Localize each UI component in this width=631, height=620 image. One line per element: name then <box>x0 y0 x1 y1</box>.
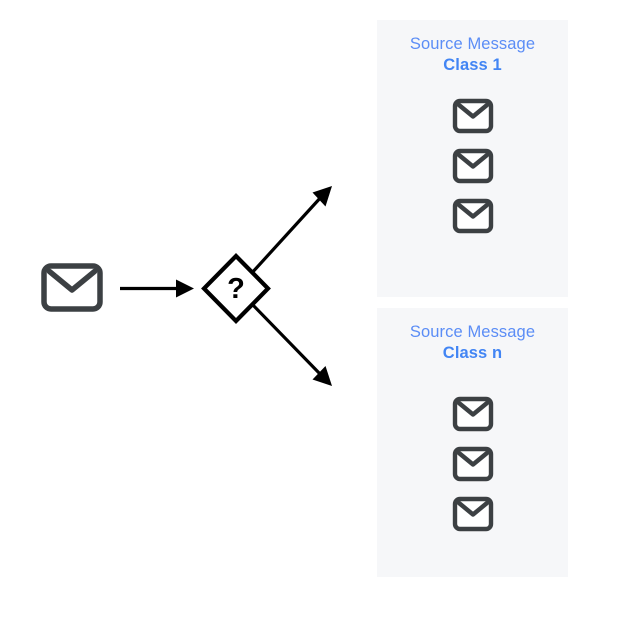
panel-class-1-message-list <box>377 98 568 234</box>
envelope-icon <box>452 447 493 482</box>
decision-label: ? <box>227 273 245 305</box>
envelope-icon <box>452 199 493 234</box>
envelope-icon <box>452 397 493 432</box>
decision-diamond: ? <box>201 253 271 324</box>
panel-class-n-header: Source Message Class n <box>377 308 568 364</box>
envelope-icon <box>452 149 493 184</box>
panel-class-n-subtitle: Class n <box>442 344 503 363</box>
source-envelope-icon <box>41 263 103 312</box>
panel-class-n: Source Message Class n <box>377 308 568 577</box>
panel-class-n-message-list <box>377 396 568 532</box>
envelope-icon <box>452 497 493 532</box>
arrow-down-right-icon <box>248 300 332 386</box>
panel-class-1-header: Source Message Class 1 <box>377 20 568 76</box>
envelope-icon <box>452 99 493 134</box>
panel-class-1-title: Source Message <box>409 35 536 53</box>
arrow-right-icon <box>120 279 194 298</box>
panel-class-1-subtitle: Class 1 <box>443 56 502 75</box>
flow-graph: ? <box>41 186 332 386</box>
arrow-up-right-icon <box>248 186 332 277</box>
panel-class-1: Source Message Class 1 <box>377 20 568 297</box>
panel-class-n-title: Source Message <box>409 323 536 341</box>
